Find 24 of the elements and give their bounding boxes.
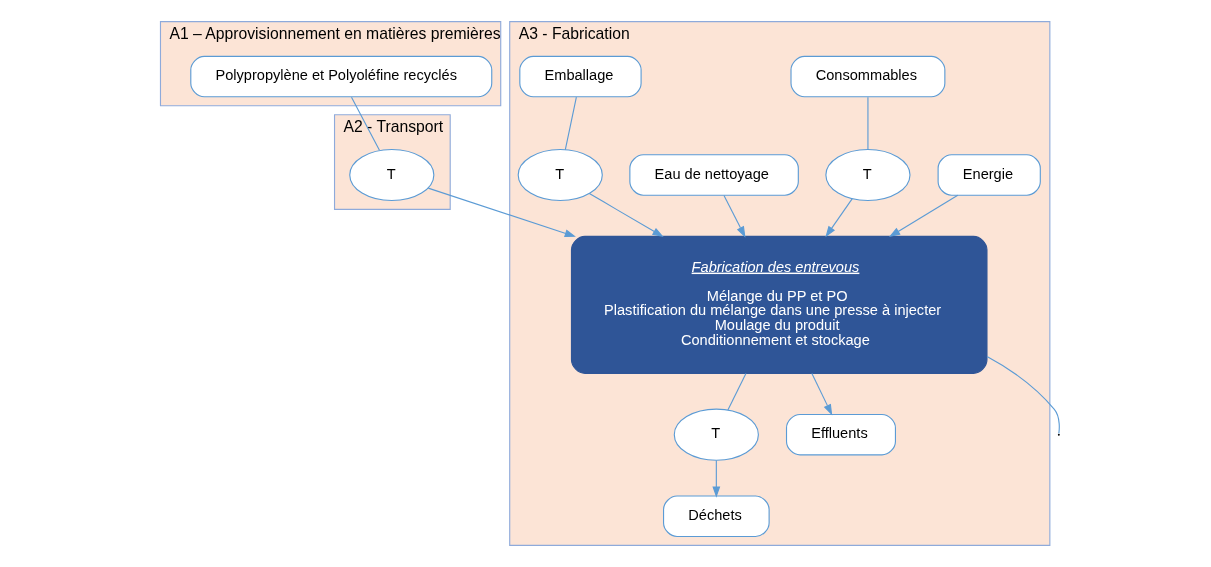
connector	[564, 96, 577, 151]
node-ellipse: T	[825, 148, 911, 202]
node-box: Emballage	[519, 55, 642, 98]
node-box: Déchets	[663, 495, 770, 537]
node-box: Effluents	[785, 413, 896, 456]
node-box: Fabrication des entrevous Mélange du PP et PO Plastification du mélange dans une presse à injecter Moulage du produit Conditionnement et stockage	[570, 235, 988, 374]
arrow	[811, 372, 833, 416]
connector	[986, 355, 1060, 434]
node-ellipse: T	[673, 408, 759, 461]
arrow	[825, 198, 853, 238]
node-box: Consommables	[790, 55, 946, 98]
node-ellipse: T	[517, 148, 603, 202]
arrow	[888, 194, 959, 238]
node-ellipse: T	[349, 148, 435, 202]
node-box: Eau de nettoyage	[629, 154, 799, 196]
connector	[867, 96, 869, 150]
arrow	[427, 187, 576, 237]
connector	[727, 372, 747, 411]
node-box: Polypropylène et Polyoléfine recyclés	[190, 55, 493, 98]
arrow	[723, 194, 746, 238]
arrow	[588, 192, 664, 237]
node-box: Energie	[937, 154, 1041, 196]
arrow	[712, 459, 721, 498]
connector	[350, 96, 380, 151]
